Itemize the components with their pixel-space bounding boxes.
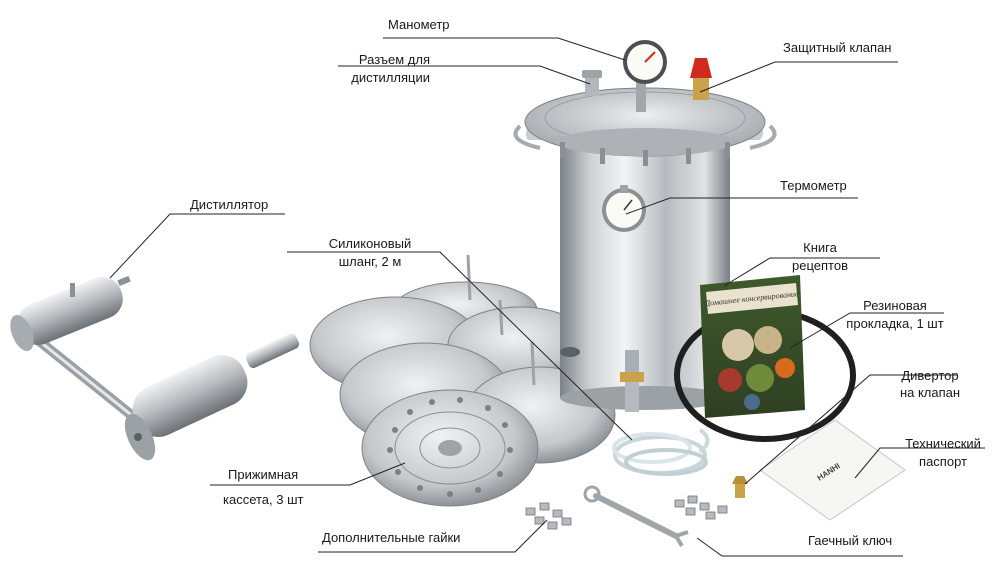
leader-nuts bbox=[318, 519, 548, 553]
label-safety-valve: Защитный клапан bbox=[783, 40, 892, 55]
leader-diverter bbox=[744, 374, 958, 485]
tech-passport bbox=[759, 419, 906, 521]
label-cassette-line2: кассета, 3 шт bbox=[223, 492, 304, 507]
label-distill-port-line2: дистилляции bbox=[351, 70, 430, 85]
label-gasket-line1: Резиновая bbox=[863, 298, 927, 313]
leader-book bbox=[723, 257, 880, 287]
label-distiller: Дистиллятор bbox=[190, 197, 269, 212]
extra-nuts bbox=[525, 495, 728, 530]
leader-thermometer bbox=[625, 197, 858, 215]
label-diverter-line2: на клапан bbox=[899, 385, 961, 400]
leader-hose bbox=[287, 251, 633, 441]
leader-passport bbox=[854, 447, 985, 479]
label-book-line1: Книга bbox=[803, 240, 837, 255]
leader-safety-valve bbox=[699, 61, 898, 93]
label-passport-line2: паспорт bbox=[919, 454, 967, 469]
label-wrench: Гаечный ключ bbox=[808, 533, 893, 548]
label-manometer: Манометр bbox=[388, 17, 450, 32]
label-hose-line2: шланг, 2 м bbox=[338, 254, 402, 269]
leader-lines bbox=[109, 37, 985, 557]
label-passport-line1: Технический bbox=[905, 436, 981, 451]
leader-distill-port bbox=[338, 65, 591, 85]
leader-wrench bbox=[696, 537, 903, 557]
leader-gasket bbox=[789, 312, 944, 349]
leader-cassette bbox=[210, 462, 406, 486]
label-diverter-line1: Дивертор bbox=[901, 368, 959, 383]
label-book-line2: рецептов bbox=[792, 258, 848, 273]
label-cassette-line1: Прижимная bbox=[228, 467, 299, 482]
diverter bbox=[732, 476, 748, 498]
label-gasket-line2: прокладка, 1 шт bbox=[846, 316, 944, 331]
autoclave-pot bbox=[513, 40, 777, 412]
label-hose-line1: Силиконовый bbox=[328, 236, 412, 251]
recipe-book bbox=[700, 275, 805, 418]
label-distill-port-line1: Разъем для bbox=[358, 52, 430, 67]
label-nuts: Дополнительные гайки bbox=[322, 530, 461, 545]
distiller-illustration bbox=[10, 275, 300, 461]
silicone-hose bbox=[612, 428, 710, 476]
leader-distiller bbox=[109, 213, 285, 279]
leader-manometer bbox=[383, 37, 626, 61]
wrench bbox=[583, 485, 689, 548]
label-thermometer: Термометр bbox=[780, 178, 847, 193]
